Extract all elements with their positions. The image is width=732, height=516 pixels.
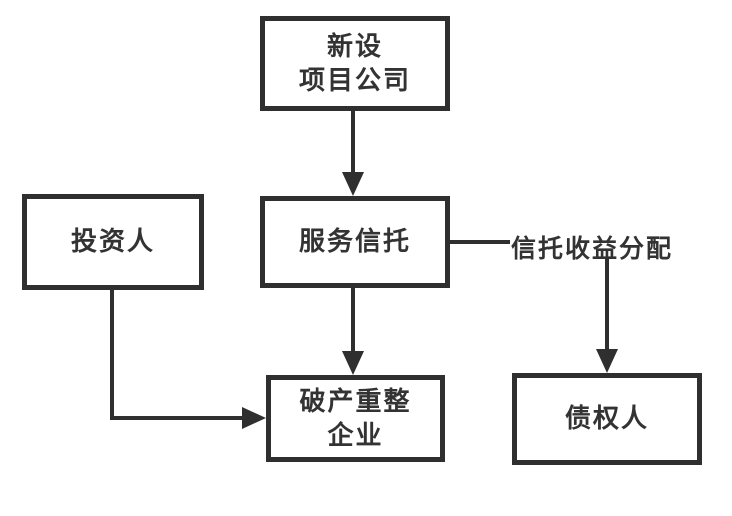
node-investor: 投资人 (22, 194, 204, 290)
arrow-down-icon (342, 172, 364, 196)
node-new-project-company-label: 新设 项目公司 (298, 30, 411, 95)
edge-label-to-creditor-line (605, 257, 609, 351)
edge-investor-elbow-horizontal-line (110, 416, 242, 420)
edge-trust-to-enterprise-line (351, 288, 355, 353)
node-creditor: 债权人 (512, 373, 702, 465)
node-service-trust: 服务信托 (260, 196, 450, 288)
node-investor-label: 投资人 (70, 226, 155, 257)
node-service-trust-label: 服务信托 (298, 226, 411, 257)
arrow-down-icon (342, 351, 364, 375)
node-new-project-company: 新设 项目公司 (260, 16, 450, 111)
node-reorg-enterprise: 破产重整 企业 (266, 375, 445, 462)
edge-label-trust-income-distribution: 信托收益分配 (511, 235, 674, 263)
node-reorg-enterprise-label: 破产重整 企业 (299, 385, 412, 450)
edge-investor-elbow-vertical-line (110, 289, 114, 420)
node-creditor-label: 债权人 (564, 403, 649, 434)
edge-trust-to-label-line (450, 240, 510, 244)
arrow-down-icon (596, 349, 618, 373)
arrow-right-icon (242, 407, 266, 429)
edge-company-to-trust-line (351, 110, 355, 174)
